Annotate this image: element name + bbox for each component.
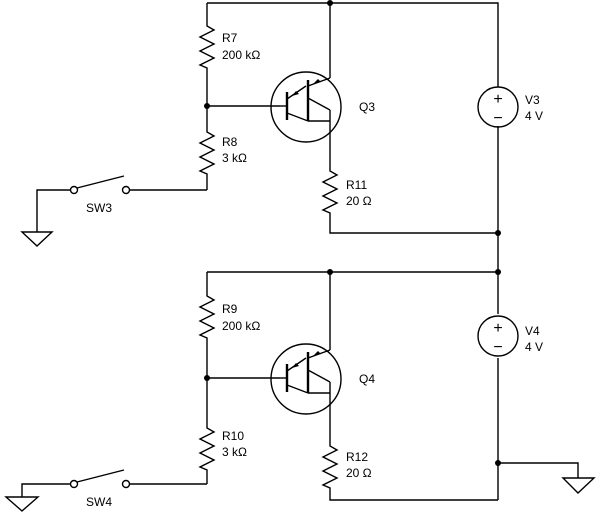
resistor-r7-value: 200 kΩ — [222, 48, 260, 62]
resistor-r7-name: R7 — [222, 31, 238, 45]
junction-dot — [204, 103, 210, 109]
resistor-r11-value: 20 Ω — [346, 194, 372, 208]
voltage-source-v4: + − V4 4 V — [477, 315, 543, 357]
voltage-source-v3: + − V3 4 V — [477, 86, 543, 128]
switch-sw3: SW3 — [69, 175, 131, 215]
ground-symbol-icon — [4, 496, 40, 512]
resistor-r7: R7 200 kΩ — [198, 20, 260, 72]
voltage-source-v3-minus: − — [493, 110, 502, 127]
junction-dot — [204, 375, 210, 381]
junction-dot — [495, 269, 501, 275]
switch-sw4-contact — [121, 479, 131, 489]
resistor-r9: R9 200 kΩ — [198, 290, 260, 342]
transistor-q4-label: Q4 — [359, 372, 375, 386]
resistor-r8: R8 3 kΩ — [198, 126, 247, 176]
bottom-stage-wires — [21, 271, 579, 501]
junction-dot — [327, 269, 333, 275]
resistor-r9-name: R9 — [222, 302, 238, 316]
voltage-source-v4-value: 4 V — [525, 340, 543, 354]
ground-symbol-icon — [20, 231, 54, 247]
voltage-source-v4-plus: + — [493, 320, 502, 337]
voltage-source-v3-name: V3 — [525, 93, 540, 107]
transistor-q3-label: Q3 — [359, 100, 375, 114]
voltage-source-v3-plus: + — [493, 91, 502, 108]
transistor-q4: Q4 — [270, 343, 375, 415]
switch-sw4-contact — [69, 479, 79, 489]
resistor-r8-name: R8 — [222, 135, 238, 149]
voltage-source-v4-name: V4 — [525, 324, 540, 338]
resistor-r9-value: 200 kΩ — [222, 319, 260, 333]
resistor-r8-value: 3 kΩ — [222, 151, 247, 165]
switch-sw3-label: SW3 — [86, 201, 112, 215]
voltage-source-v3-value: 4 V — [525, 109, 543, 123]
transistor-q3: Q3 — [270, 71, 375, 143]
switch-sw4: SW4 — [69, 469, 131, 509]
resistor-r12: R12 20 Ω — [321, 440, 372, 492]
transistor-q4-body — [270, 343, 342, 415]
junction-dots — [204, 0, 501, 466]
transistor-q3-body — [270, 71, 342, 143]
resistor-r10-name: R10 — [222, 429, 244, 443]
junction-dot — [495, 230, 501, 236]
top-stage-wires — [36, 2, 499, 272]
voltage-source-v4-body — [477, 315, 519, 357]
voltage-source-v4-minus: − — [493, 339, 502, 356]
voltage-source-v3-body — [477, 86, 519, 128]
switch-sw3-contact — [121, 185, 131, 195]
resistor-r12-value: 20 Ω — [346, 466, 372, 480]
switch-sw4-label: SW4 — [86, 495, 112, 509]
resistor-r12-name: R12 — [346, 450, 368, 464]
junction-dot — [327, 0, 333, 6]
junction-dot — [495, 460, 501, 466]
resistor-r10: R10 3 kΩ — [198, 422, 247, 474]
ground-symbol-icon — [561, 477, 596, 494]
resistor-r10-value: 3 kΩ — [222, 445, 247, 459]
resistor-r11-name: R11 — [346, 178, 367, 192]
resistor-r11: R11 20 Ω — [321, 165, 372, 217]
switch-sw3-contact — [69, 185, 79, 195]
